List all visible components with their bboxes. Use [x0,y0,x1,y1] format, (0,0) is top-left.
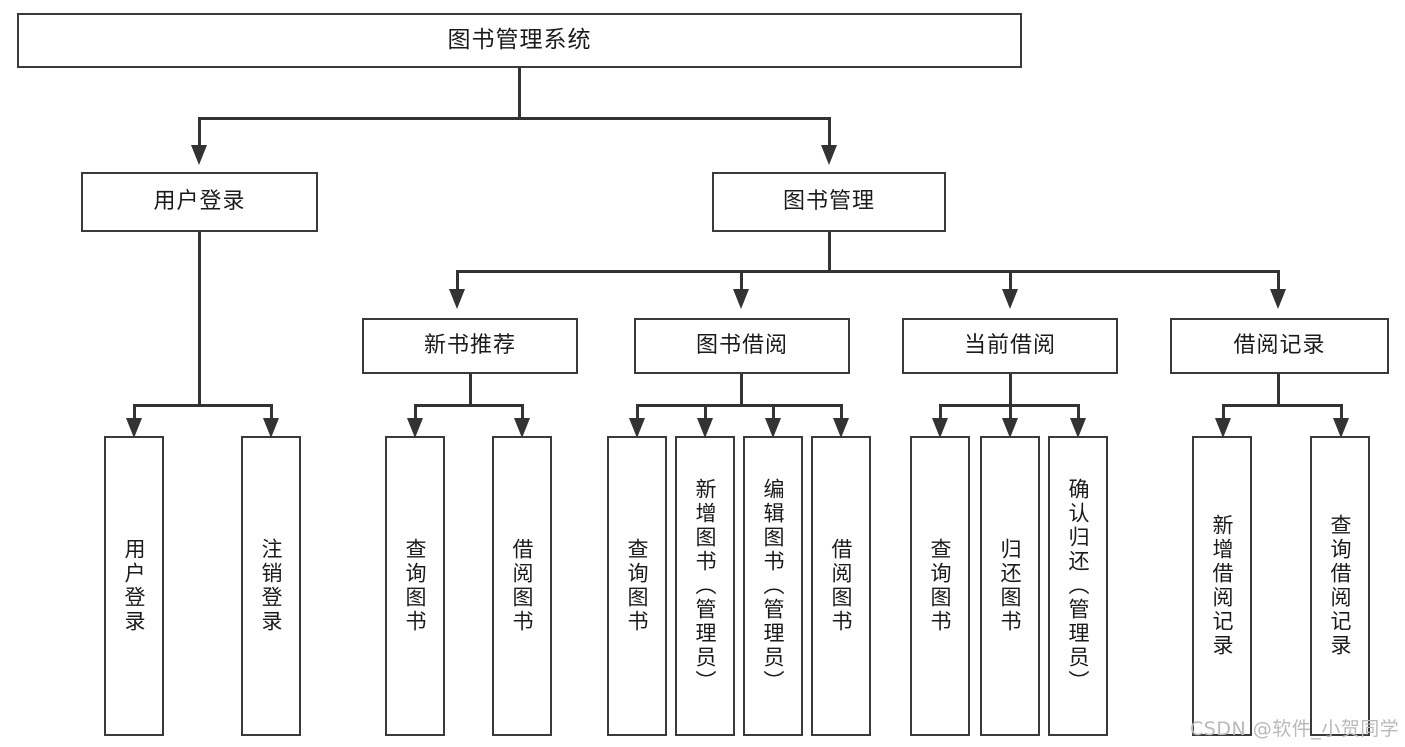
node-new-book-recommend[interactable]: 新书推荐 [362,318,578,374]
connector-new-book-recommend-bus [414,404,522,407]
arrowhead-leaf-add-book [697,418,713,438]
arrowhead-leaf-add-record [1215,418,1231,438]
arrowhead-new-book-recommend [449,289,465,309]
node-label: 查询图书 [625,538,650,634]
arrowhead-leaf-query-record [1333,418,1349,438]
connector-current-borrow-stem [1009,374,1012,406]
connector-drop-leaf-query-record [1340,404,1343,422]
leaf-query-book-2[interactable]: 查询图书 [607,436,667,736]
leaf-logout[interactable]: 注销登录 [241,436,301,736]
connector-drop-leaf-query-book-3 [939,404,942,422]
connector-drop-book-borrow [740,270,743,292]
node-label: 新书推荐 [423,332,516,358]
connector-drop-leaf-query-book-2 [636,404,639,422]
connector-level2-bus [198,117,831,120]
arrowhead-leaf-query-book-2 [629,418,645,438]
node-book-borrow[interactable]: 图书借阅 [634,318,850,374]
node-user-login[interactable]: 用户登录 [81,172,318,232]
connector-borrow-record-bus [1222,404,1341,407]
connector-drop-leaf-add-book [704,404,707,422]
node-label: 用户登录 [122,538,147,634]
node-book-manage[interactable]: 图书管理 [712,172,946,232]
node-label: 图书借阅 [695,332,788,358]
leaf-query-book-1[interactable]: 查询图书 [385,436,445,736]
node-label: 查询图书 [928,538,953,634]
arrowhead-borrow-record [1270,289,1286,309]
leaf-query-record[interactable]: 查询借阅记录 [1310,436,1370,736]
node-label: 图书管理系统 [447,26,592,53]
connector-book-borrow-bus [636,404,841,407]
connector-drop-current-borrow [1009,270,1012,292]
node-label: 图书管理 [782,188,875,214]
connector-new-book-recommend-stem [469,374,472,406]
connector-drop-leaf-logout [270,404,273,422]
arrowhead-leaf-return-book [1002,418,1018,438]
connector-user-login-stem [198,232,201,406]
arrowhead-leaf-logout [263,418,279,438]
connector-drop-leaf-edit-book [772,404,775,422]
node-label: 借阅图书 [829,538,854,634]
connector-drop-leaf-query-book-1 [414,404,417,422]
connector-level3-bus [456,270,1279,273]
connector-drop-leaf-confirm-return [1077,404,1080,422]
arrowhead-leaf-borrow-book-1 [514,418,530,438]
node-label: 借阅图书 [510,538,535,634]
connector-user-login-bus [133,404,271,407]
arrowhead-book-borrow [733,289,749,309]
leaf-edit-book[interactable]: 编辑图书（管理员） [743,436,803,736]
arrowhead-book-manage [821,145,837,165]
leaf-add-book[interactable]: 新增图书（管理员） [675,436,735,736]
node-borrow-record[interactable]: 借阅记录 [1170,318,1389,374]
connector-book-borrow-stem [740,374,743,406]
connector-borrow-record-stem [1277,374,1280,406]
leaf-borrow-book-2[interactable]: 借阅图书 [811,436,871,736]
node-label: 当前借阅 [963,332,1056,358]
connector-drop-leaf-add-record [1222,404,1225,422]
node-root-book-management-system[interactable]: 图书管理系统 [17,13,1022,68]
arrowhead-user-login [191,145,207,165]
node-label: 归还图书 [998,538,1023,634]
connector-drop-borrow-record [1277,270,1280,292]
leaf-return-book[interactable]: 归还图书 [980,436,1040,736]
node-label: 新增借阅记录 [1210,514,1235,658]
connector-level2-drop-user-login [198,117,201,147]
connector-drop-leaf-borrow-book-1 [521,404,524,422]
arrowhead-leaf-borrow-book-2 [833,418,849,438]
node-label: 查询图书 [403,538,428,634]
node-label: 新增图书（管理员） [693,478,718,694]
leaf-user-login[interactable]: 用户登录 [104,436,164,736]
arrowhead-leaf-user-login [126,418,142,438]
leaf-confirm-return[interactable]: 确认归还（管理员） [1048,436,1108,736]
arrowhead-leaf-edit-book [765,418,781,438]
connector-level2-drop-book-manage [828,117,831,147]
node-label: 编辑图书（管理员） [761,478,786,694]
node-label: 查询借阅记录 [1328,514,1353,658]
node-label: 确认归还（管理员） [1066,478,1091,694]
arrowhead-leaf-query-book-1 [407,418,423,438]
connector-drop-leaf-borrow-book-2 [840,404,843,422]
connector-root-stem [518,68,521,118]
leaf-borrow-book-1[interactable]: 借阅图书 [492,436,552,736]
connector-drop-new-book-recommend [456,270,459,292]
arrowhead-leaf-query-book-3 [932,418,948,438]
arrowhead-current-borrow [1002,289,1018,309]
connector-book-manage-stem [828,232,831,272]
connector-drop-leaf-return-book [1009,404,1012,422]
leaf-query-book-3[interactable]: 查询图书 [910,436,970,736]
connector-drop-leaf-user-login [133,404,136,422]
node-label: 用户登录 [153,188,246,214]
node-label: 借阅记录 [1233,332,1326,358]
leaf-add-record[interactable]: 新增借阅记录 [1192,436,1252,736]
arrowhead-leaf-confirm-return [1070,418,1086,438]
node-current-borrow[interactable]: 当前借阅 [902,318,1118,374]
node-label: 注销登录 [259,538,284,634]
